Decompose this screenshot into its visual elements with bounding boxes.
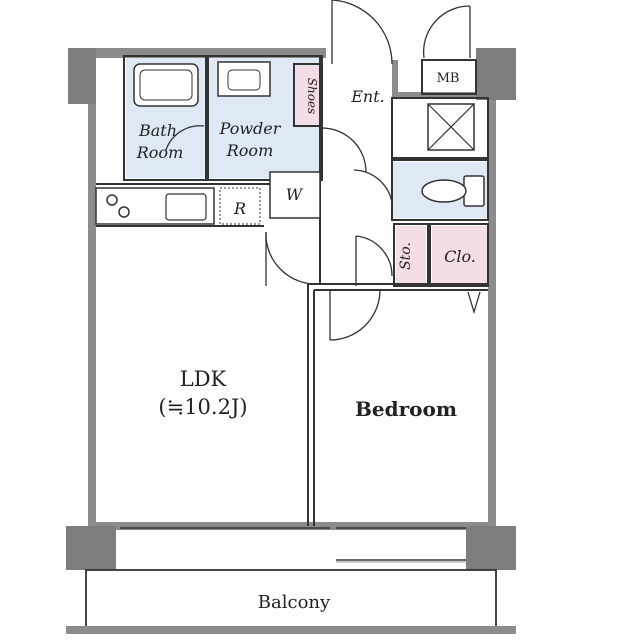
mb-label: MB xyxy=(437,71,460,86)
bathtub xyxy=(133,63,199,107)
powder-label-line2: Room xyxy=(226,141,273,160)
washer-space xyxy=(269,171,321,219)
bedroom-label: Bedroom xyxy=(355,397,457,421)
kitchen-sink xyxy=(165,193,207,221)
toilet-tank xyxy=(463,175,485,207)
bathtub-inner xyxy=(139,69,193,101)
shoes-fill xyxy=(296,66,320,124)
stove-burner-2 xyxy=(118,206,130,218)
storage-fill xyxy=(396,226,426,284)
bath-label-line2: Room xyxy=(136,143,183,162)
powder-label-line1: Powder xyxy=(219,119,282,138)
storage-label: Sto. xyxy=(398,242,414,270)
columns xyxy=(66,48,516,570)
interior-walls xyxy=(96,55,489,526)
stove-burner-1 xyxy=(106,194,118,206)
ldk-label-line2: (≒10.2J) xyxy=(158,395,247,419)
bath-label-line1: Bath xyxy=(138,121,177,140)
closet-label: Clo. xyxy=(444,247,476,266)
closet-fill xyxy=(432,226,488,284)
fridge-label: R xyxy=(233,199,246,218)
shoes-label: Shoes xyxy=(305,78,319,114)
ldk-label-line1: LDK xyxy=(180,367,227,391)
doors xyxy=(165,0,481,341)
balcony-floor-edge xyxy=(66,626,516,634)
entrance-label: Ent. xyxy=(350,87,385,106)
powder-sink-basin xyxy=(227,69,261,91)
fridge-space xyxy=(219,187,261,225)
balcony-label: Balcony xyxy=(258,592,331,613)
toilet-bowl xyxy=(421,179,467,203)
powder-sink xyxy=(217,61,271,97)
washer-label: W xyxy=(286,185,304,204)
